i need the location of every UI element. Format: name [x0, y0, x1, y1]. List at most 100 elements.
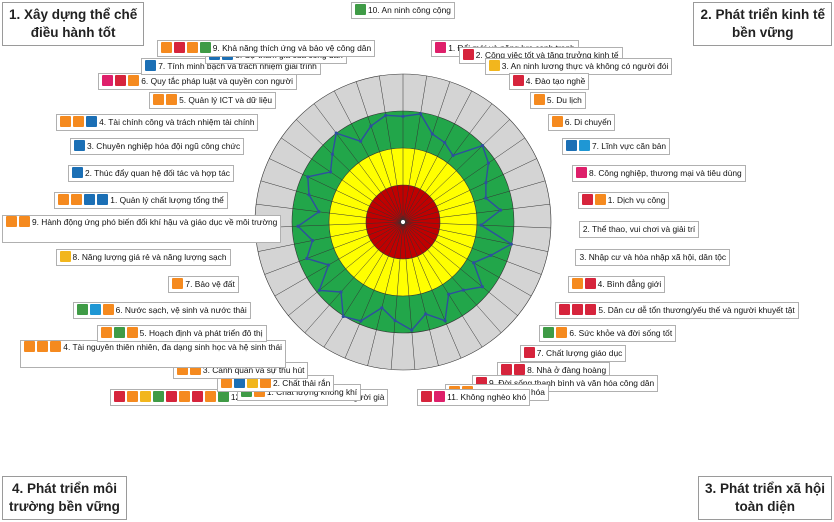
- spoke-26: [274, 221, 404, 297]
- category-label-24: 4. Tài nguyên thiên nhiên, đa dạng sinh …: [20, 339, 286, 368]
- sdg-goal-icon: [421, 390, 433, 402]
- pillar-economy-title: 2. Phát triển kinh tế bền vững: [693, 2, 832, 46]
- category-label-text: 6. Di chuyển: [564, 116, 612, 127]
- category-label-text: 1. Quản lý chất lượng tổng thể: [110, 195, 224, 206]
- sdg-goal-icon: [113, 326, 125, 338]
- data-point-1: [418, 112, 423, 116]
- sdg-goal-icon: [434, 390, 446, 402]
- radar-spokes: [255, 74, 551, 370]
- spoke-32: [269, 158, 404, 223]
- pillar-governance-line1: 1. Xây dựng thể chế: [9, 7, 138, 22]
- sdg-goal-icon: [571, 277, 583, 289]
- spoke-1: [402, 75, 427, 223]
- data-point-23: [341, 314, 345, 319]
- category-label-9: 1. Dịch vụ công: [577, 192, 670, 210]
- spoke-14: [402, 221, 518, 316]
- category-label-text: 3. An ninh lương thực và không có người …: [501, 60, 669, 71]
- data-point-25: [317, 288, 321, 292]
- category-label-8: 8. Công nghiệp, thương mại và tiêu dùng: [572, 164, 746, 182]
- sdg-goal-icon: [462, 48, 474, 60]
- data-point-0: [401, 114, 405, 118]
- category-label-text: 7. Lĩnh vực căn bản: [592, 141, 667, 152]
- sdg-goal-icon: [556, 326, 568, 338]
- sdg-goal-icon: [173, 41, 185, 53]
- sdg-goal-icon: [126, 390, 138, 402]
- category-label-text: 6. Quy tắc pháp luật và quyền con người: [141, 75, 293, 86]
- category-label-26: 6. Nước sạch, vệ sinh và nước thải: [72, 301, 251, 319]
- sdg-goal-icon: [84, 194, 96, 206]
- category-label-text: 4. Tài nguyên thiên nhiên, đa dạng sinh …: [63, 341, 282, 352]
- category-label-5: 5. Du lịch: [529, 91, 586, 109]
- data-point-4: [451, 153, 455, 158]
- category-label-text: 5. Dân cư dễ tổn thương/yếu thế và người…: [598, 304, 795, 315]
- category-label-15: 7. Chất lượng giáo dục: [519, 345, 627, 363]
- sdg-goal-icon: [217, 390, 229, 402]
- sdg-goal-icon: [178, 390, 190, 402]
- spoke-23: [323, 221, 404, 348]
- spoke-11: [402, 221, 549, 252]
- pillar-society-title: 3. Phát triển xã hội toàn diện: [697, 476, 832, 520]
- spoke-18: [402, 221, 439, 366]
- sdg-goal-icon: [501, 364, 513, 376]
- category-label-31: 2. Thúc đẩy quan hệ đối tác và hợp tác: [67, 164, 234, 182]
- sdg-goal-icon: [58, 194, 70, 206]
- category-label-text: 11. Không nghèo khó: [447, 391, 527, 402]
- sdg-goal-icon: [139, 390, 151, 402]
- spoke-8: [402, 180, 546, 223]
- sdg-goal-icon: [584, 277, 596, 289]
- sdg-goal-icon: [37, 340, 49, 352]
- sdg-goal-icon: [585, 303, 597, 315]
- spoke-27: [264, 221, 404, 275]
- sdg-goal-icon: [60, 115, 72, 127]
- category-label-10: 2. Thể thao, vui chơi và giải trí: [578, 220, 700, 238]
- data-point-33: [328, 170, 333, 174]
- data-point-7: [484, 181, 488, 185]
- spoke-35: [313, 103, 404, 223]
- data-point-22: [359, 319, 363, 323]
- data-point-38: [384, 113, 388, 117]
- sdg-goal-icon: [97, 194, 109, 206]
- data-point-28: [310, 238, 315, 243]
- spoke-9: [402, 203, 550, 223]
- category-label-12: 4. Bình đẳng giới: [567, 275, 666, 293]
- sdg-goal-icon: [176, 364, 188, 376]
- sdg-goal-icon: [102, 74, 114, 86]
- category-label-text: 8. Nhà ở đàng hoàng: [527, 365, 607, 376]
- sdg-goal-icon: [260, 377, 271, 389]
- spoke-19: [402, 221, 416, 370]
- category-label-27: 7. Bảo vệ đất: [168, 275, 239, 293]
- sdg-goal-icon: [543, 326, 555, 338]
- sdg-goal-icon: [152, 390, 164, 402]
- data-point-14: [480, 285, 484, 289]
- sdg-goal-icon: [551, 115, 563, 127]
- sdg-goal-icon: [160, 41, 172, 53]
- spoke-22: [344, 221, 404, 359]
- category-label-6: 6. Di chuyển: [547, 113, 616, 131]
- spoke-16: [402, 221, 483, 348]
- category-label-text: 2. Công việc tốt và tăng trưởng kinh tế: [475, 49, 619, 60]
- sdg-goal-icon: [71, 166, 83, 178]
- sdg-goal-icon: [166, 93, 178, 105]
- data-point-3: [443, 140, 447, 145]
- data-point-32: [306, 175, 310, 179]
- category-label-25: 5. Hoạch định và phát triển đô thị: [96, 324, 267, 342]
- sdg-goal-icon: [488, 59, 500, 71]
- category-label-0: 10. An ninh công cộng: [351, 2, 455, 19]
- sdg-goal-icon: [89, 303, 101, 315]
- data-point-36: [359, 139, 363, 143]
- spoke-37: [355, 81, 404, 223]
- spoke-34: [296, 119, 404, 223]
- spoke-2: [402, 81, 451, 223]
- data-point-17: [443, 319, 447, 323]
- category-label-text: 9. Hành động ứng phó biến đổi khí hậu và…: [32, 217, 278, 228]
- spoke-6: [402, 137, 525, 223]
- category-label-text: 4. Tài chính công và trách nhiệm tài chí…: [99, 116, 255, 127]
- pillar-environment-line2: trường bền vững: [9, 499, 120, 514]
- series-line: [296, 113, 513, 332]
- data-point-26: [326, 263, 331, 267]
- pillar-environment-line1: 4. Phát triển môi: [11, 481, 117, 496]
- category-label-32: 3. Chuyên nghiệp hóa đội ngũ công chức: [69, 138, 245, 156]
- data-point-27: [305, 256, 309, 261]
- spoke-7: [402, 158, 537, 223]
